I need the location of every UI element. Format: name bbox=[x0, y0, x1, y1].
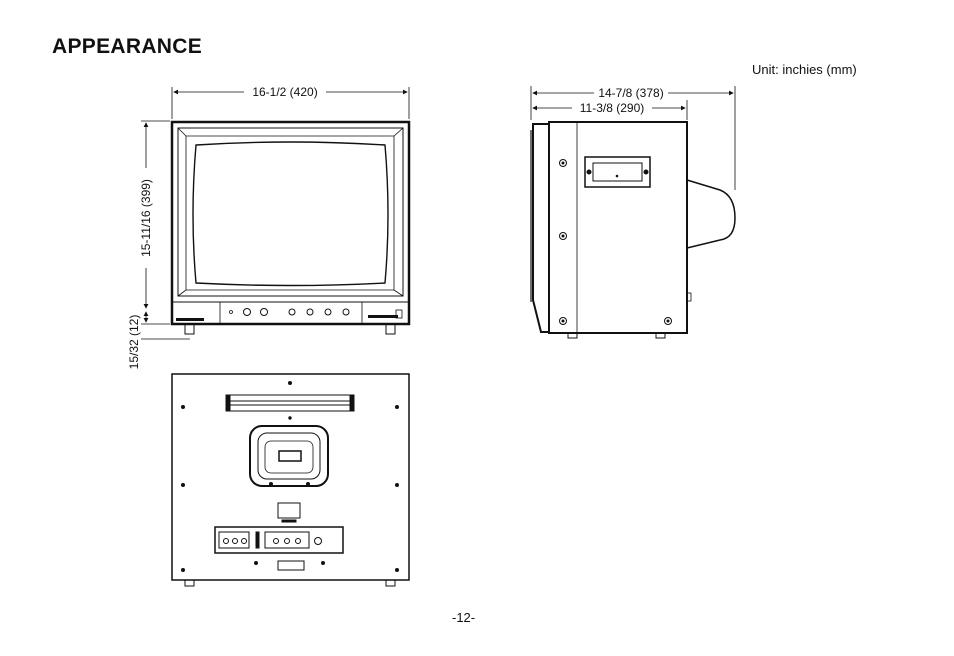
unit-label: Unit: inchies (mm) bbox=[752, 62, 857, 77]
dim-front-height: 15-11/16 (399) bbox=[139, 179, 153, 257]
page-title: APPEARANCE bbox=[52, 35, 203, 58]
rear-view bbox=[171, 373, 410, 587]
dim-front-width: 16-1/2 (420) bbox=[252, 85, 317, 99]
dim-side-depth-cabinet: 11-3/8 (290) bbox=[580, 101, 644, 115]
dim-side-depth-total: 14-7/8 (378) bbox=[598, 86, 663, 100]
side-view bbox=[530, 86, 736, 339]
front-view bbox=[141, 87, 411, 340]
page-number: -12- bbox=[452, 610, 476, 625]
dim-front-feet: 15/32 (12) bbox=[127, 315, 141, 370]
